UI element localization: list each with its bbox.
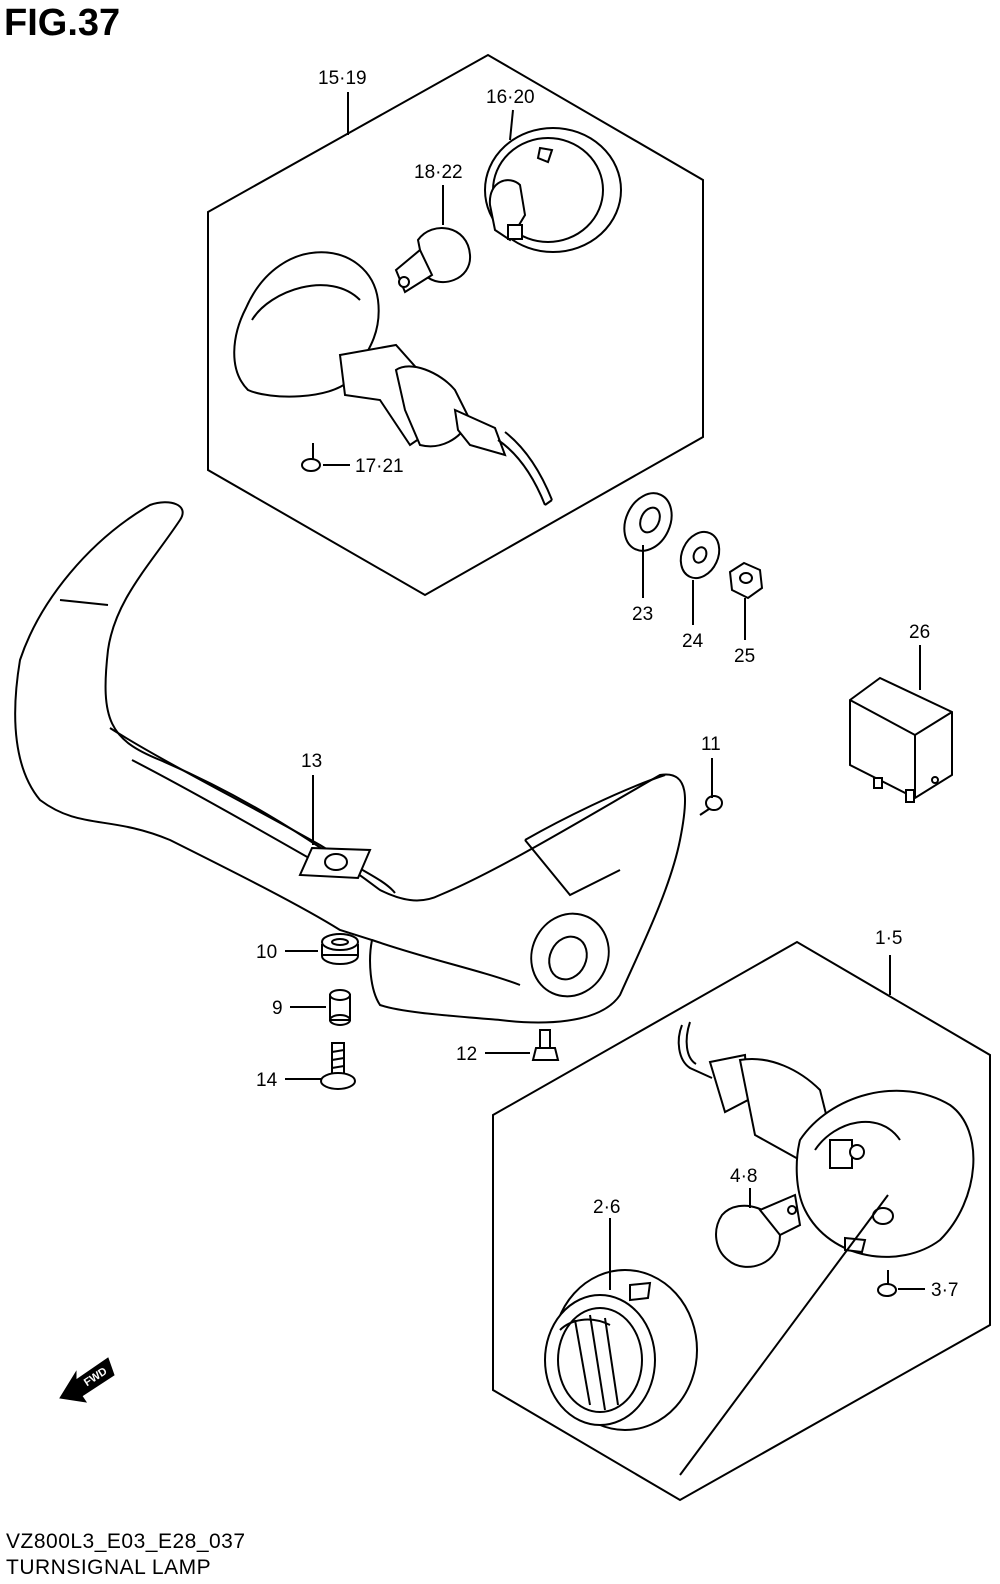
- fwd-arrow-icon: FWD: [59, 1357, 115, 1403]
- label-11: 11: [701, 734, 721, 755]
- label-14: 14: [256, 1070, 278, 1091]
- bolt-12: [531, 1029, 560, 1061]
- rubber-washer-23: [623, 492, 673, 552]
- bracket-13: [14, 501, 687, 1024]
- relay-26: [849, 676, 953, 803]
- upper-lens: [484, 127, 622, 253]
- label-23: 23: [632, 604, 653, 625]
- label-1-5: 1·5: [875, 928, 902, 949]
- label-10: 10: [256, 942, 277, 963]
- label-15-19: 15·19: [318, 68, 367, 89]
- upper-bulb: [394, 227, 472, 294]
- label-16-20: 16·20: [486, 87, 535, 108]
- label-18-22: 18·22: [414, 162, 463, 183]
- label-17-21: 17·21: [355, 456, 404, 477]
- collar-9: [329, 989, 351, 1026]
- figure-title: FIG.37: [4, 2, 121, 44]
- label-2-6: 2·6: [593, 1197, 620, 1218]
- washer-24: [679, 530, 721, 580]
- label-4-8: 4·8: [730, 1166, 757, 1187]
- screw-3-7: [877, 1270, 897, 1297]
- label-3-7: 3·7: [931, 1280, 958, 1301]
- label-26: 26: [909, 622, 930, 643]
- lower-bulb: [715, 1193, 802, 1268]
- diagram-name: TURNSIGNAL LAMP: [6, 1556, 212, 1579]
- lower-assembly-guideline: [679, 1194, 889, 1476]
- lower-lens: [544, 1269, 698, 1431]
- lower-assembly-frame: [492, 940, 991, 1502]
- lower-lamp-housing: [677, 1021, 975, 1258]
- screw-17-21: [301, 443, 321, 472]
- label-24: 24: [682, 631, 704, 652]
- leader-16-20: [509, 109, 514, 141]
- nut-25: [728, 561, 764, 600]
- label-9: 9: [272, 998, 283, 1019]
- label-13: 13: [301, 751, 322, 772]
- label-12: 12: [456, 1044, 477, 1065]
- grommet-10: [321, 933, 359, 965]
- label-25: 25: [734, 646, 755, 667]
- bolt-14: [320, 1042, 356, 1090]
- upper-lamp-housing: [233, 251, 553, 506]
- upper-assembly-frame: [207, 53, 704, 597]
- screw-11: [699, 795, 723, 816]
- diagram-code: VZ800L3_E03_E28_037: [6, 1530, 246, 1553]
